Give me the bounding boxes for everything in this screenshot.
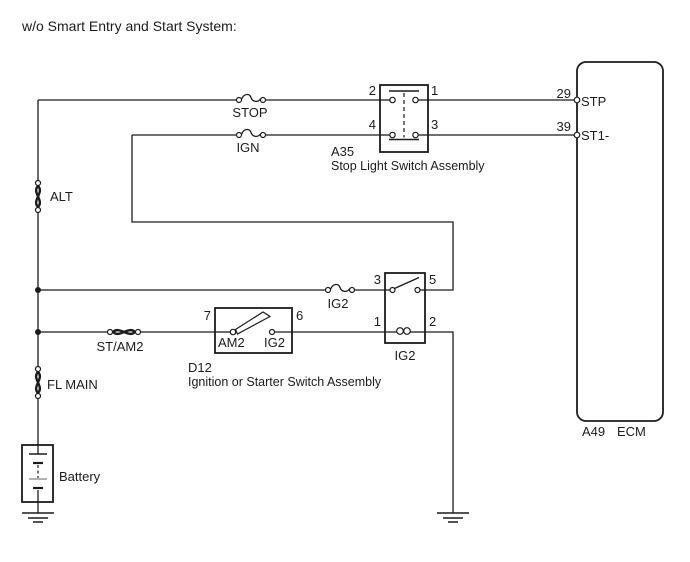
relay-label: IG2 [395,348,416,363]
stop-switch-pin3-label: 3 [431,117,438,132]
fuse-ign-label: IGN [236,140,259,155]
fuse-stop-label: STOP [232,105,267,120]
d12-contact-am2-label: AM2 [218,335,245,350]
d12-pin7-label: 7 [204,308,211,323]
ignition-switch-name: Ignition or Starter Switch Assembly [188,375,382,389]
stop-switch-pin2-label: 2 [369,83,376,98]
relay-switch-blade [394,276,420,290]
fuse-ign-icon [235,128,267,139]
wire-relay-pin2-to-ground [425,331,454,513]
ecm-pin-39-terminal [573,131,581,139]
stop-switch-pin1-label: 1 [431,83,438,98]
ecm-code: A49 [582,424,605,439]
junction-dot-am2-row [35,329,41,335]
diagram-title: w/o Smart Entry and Start System: [21,18,237,34]
link-alt-label: ALT [50,189,73,204]
ecm-pin-29-label: 29 [557,86,571,101]
wire-relay-pin5-to-ign [131,135,454,291]
fuse-stop-icon [235,93,267,104]
ecm-pin-39-label: 39 [557,119,571,134]
stop-switch-contact [412,131,419,139]
stop-switch-contact [389,131,396,139]
ecm-terminal-st1-label: ST1- [581,128,609,143]
ecm-box [576,61,664,422]
ecm [573,61,664,422]
link-st-am2-label: ST/AM2 [97,339,144,354]
battery-label: Battery [59,469,101,484]
fusible-link-alt-icon [34,179,42,214]
relay-coil-loop [403,327,411,335]
link-fl-main-label: FL MAIN [47,377,98,392]
ig2-relay [384,272,426,344]
ignition-switch-code: D12 [188,360,212,375]
relay-pin5-label: 5 [429,272,436,287]
stop-light-switch [379,84,429,153]
d12-pin6-label: 6 [296,308,303,323]
d12-contact-ig2 [268,328,276,336]
d12-key-lever [234,311,272,335]
ecm-terminal-stp-label: STP [581,94,606,109]
fuse-ig2-label: IG2 [328,296,349,311]
junction-dot-ig2-row [35,287,41,293]
stop-switch-contact [412,96,419,104]
ignition-switch-box [214,307,293,354]
d12-contact-am2 [229,328,237,336]
d12-contact-ig2-label: IG2 [264,335,285,350]
relay-contact [389,286,396,294]
battery [21,444,54,503]
fusible-link-fl-main-icon [34,365,42,400]
stop-switch-name: Stop Light Switch Assembly [331,159,485,173]
relay-contact [414,286,421,294]
ecm-pin-29-terminal [573,96,581,104]
stop-switch-contact [389,96,396,104]
ground-icon-battery [21,512,55,523]
ig2-relay-box [384,272,426,344]
stop-light-switch-box [379,84,429,153]
fuse-ig2-icon [324,283,356,294]
stop-switch-pin4-label: 4 [369,117,376,132]
stop-switch-code: A35 [331,144,354,159]
relay-pin2-label: 2 [429,314,436,329]
ecm-name: ECM [617,424,646,439]
relay-pin1-label: 1 [374,314,381,329]
ground-icon-relay [436,512,470,523]
fusible-link-st-am2-icon [106,328,142,336]
relay-pin3-label: 3 [374,272,381,287]
wires [35,99,574,513]
ignition-switch [214,307,293,354]
